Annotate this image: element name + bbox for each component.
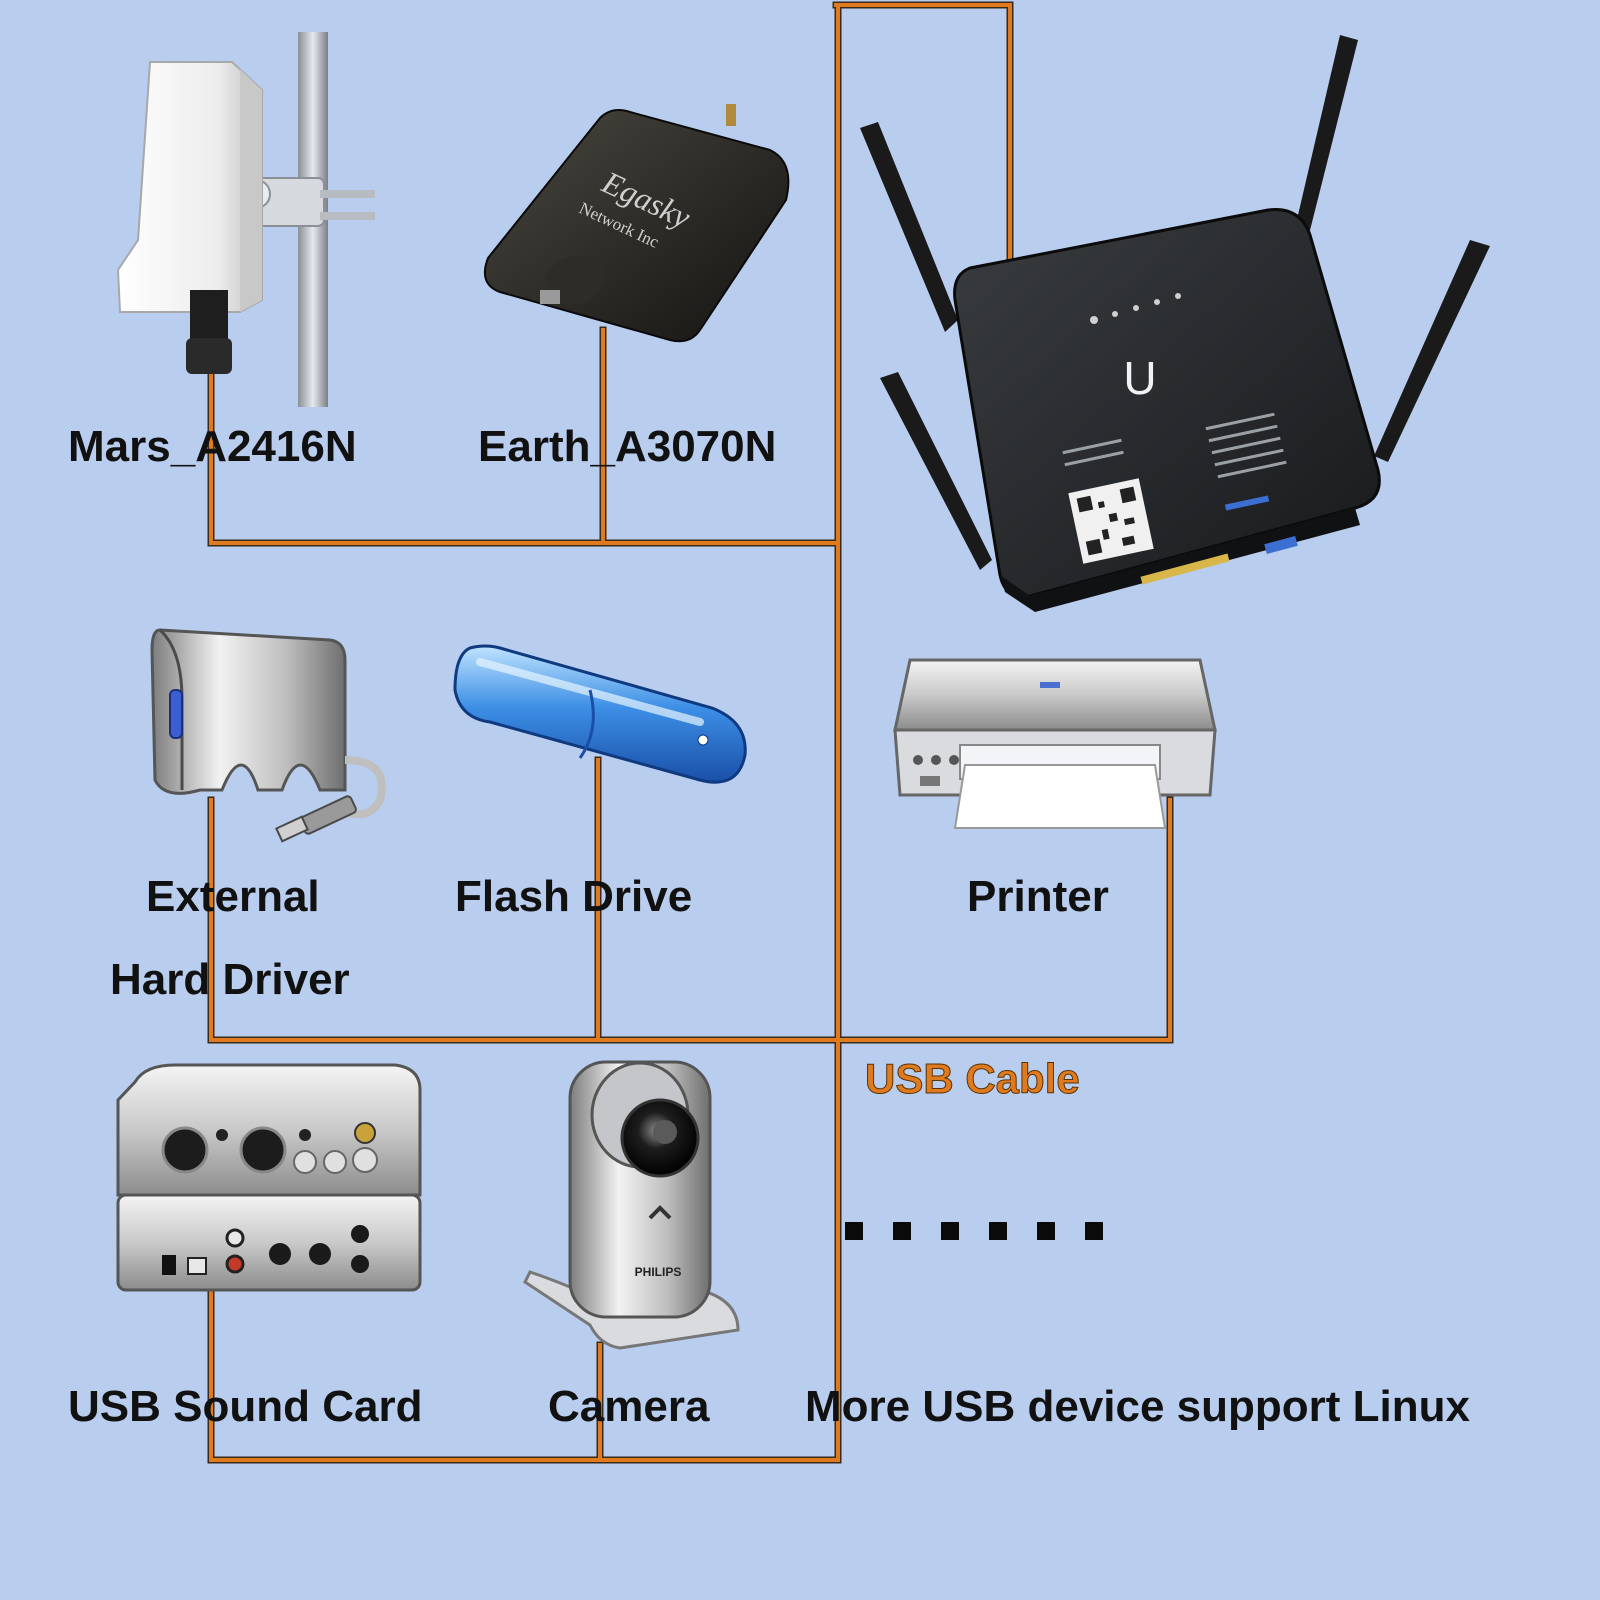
- usb-cable-label: USB Cable: [865, 1055, 1081, 1102]
- device-label-hdd-line2: Hard Driver: [110, 955, 350, 1004]
- usb-wifi-adapter-icon: Egasky Network Inc: [484, 104, 790, 343]
- external-hard-drive-icon: [150, 628, 386, 843]
- printer-icon: [893, 658, 1217, 829]
- device-label-more: More USB device support Linux: [805, 1382, 1470, 1431]
- usb-cable-lines: [207, 1, 1174, 1464]
- device-label-printer: Printer: [967, 872, 1109, 921]
- usb-sound-card-icon: [116, 1063, 422, 1292]
- router-icon: U: [860, 35, 1490, 612]
- device-label-mars: Mars_A2416N: [68, 422, 357, 471]
- device-label-camera: Camera: [548, 1382, 710, 1431]
- flash-drive-icon: [453, 644, 747, 784]
- device-label-sound-card: USB Sound Card: [68, 1382, 423, 1431]
- more-devices-ellipsis: [845, 1222, 1103, 1240]
- camera-brand-text: PHILIPS: [635, 1265, 682, 1279]
- device-label-earth: Earth_A3070N: [478, 422, 777, 471]
- router-logo-text: U: [1123, 352, 1156, 404]
- device-label-flash: Flash Drive: [455, 872, 693, 921]
- webcam-icon: PHILIPS: [523, 1060, 740, 1350]
- outdoor-wifi-adapter-icon: [116, 32, 375, 407]
- device-label-hdd-line1: External: [146, 872, 320, 921]
